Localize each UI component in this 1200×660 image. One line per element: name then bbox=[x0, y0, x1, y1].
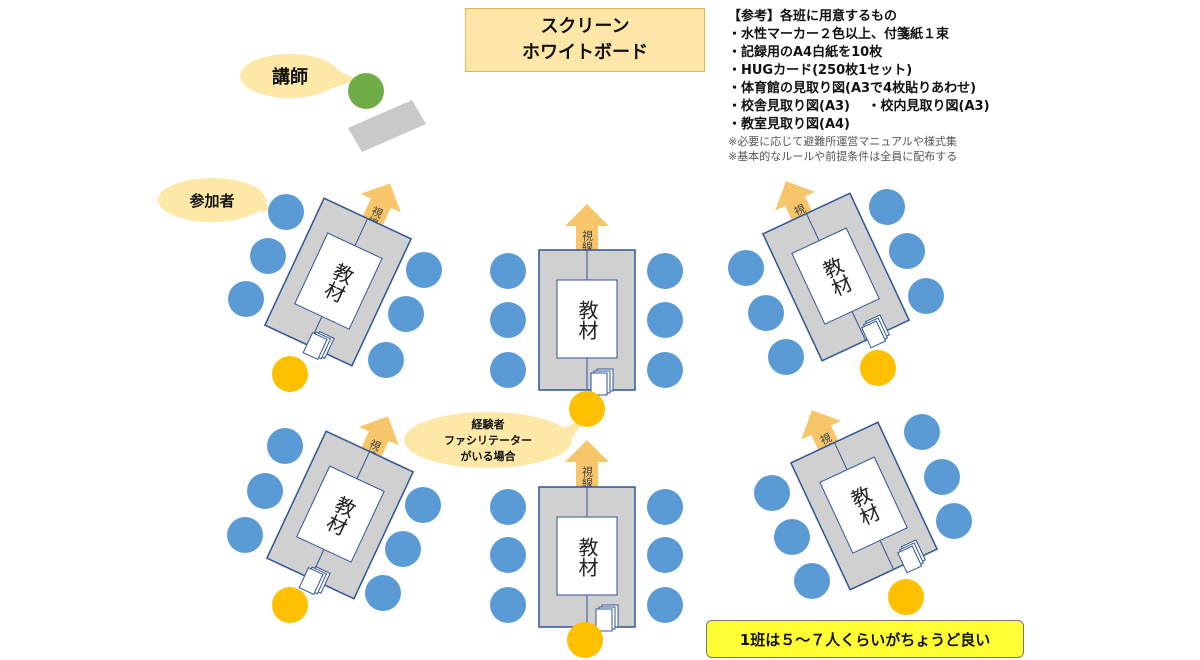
participant-seat bbox=[247, 473, 283, 509]
group-size-text: 1班は５～７人くらいがちょうど良い bbox=[739, 630, 991, 649]
participant-seat bbox=[490, 302, 526, 338]
lecturer-group: 講師 bbox=[240, 54, 426, 152]
svg-text:視線: 視線 bbox=[581, 229, 594, 252]
screen-whiteboard-box: スクリーン ホワイトボード bbox=[465, 8, 705, 72]
participant-seat bbox=[405, 487, 441, 523]
participant-seat bbox=[368, 342, 404, 378]
participant-seat bbox=[388, 296, 424, 332]
participant-seat bbox=[647, 302, 683, 338]
participant-seat bbox=[385, 531, 421, 567]
notes-item: ・記録用のA4白紙を10枚 bbox=[728, 45, 883, 60]
notes-remark: ※基本的なルールや前提条件は全員に配布する bbox=[728, 150, 958, 163]
facilitator-label-1: 経験者 bbox=[472, 417, 505, 431]
participant-seat bbox=[490, 253, 526, 289]
svg-text:視線: 視線 bbox=[581, 465, 594, 488]
participant-seat bbox=[794, 563, 830, 599]
notes-title: 【参考】各班に用意するもの bbox=[728, 9, 898, 24]
screen-label: スクリーン bbox=[540, 16, 630, 37]
table: 教材 bbox=[790, 421, 938, 591]
group-top-center: 視線 教材 bbox=[490, 204, 683, 427]
facilitator-label-3: がいる場合 bbox=[461, 449, 517, 463]
participant-seat bbox=[268, 194, 304, 230]
participant-seat bbox=[869, 189, 905, 225]
notes-item: ・水性マーカー２色以上、付箋紙１束 bbox=[728, 27, 950, 42]
participant-seat bbox=[228, 281, 264, 317]
group-size-note: 1班は５～７人くらいがちょうど良い bbox=[706, 620, 1024, 658]
facilitator-seat bbox=[888, 579, 924, 615]
gaze-arrow: 視線 bbox=[565, 204, 609, 252]
participant-seat bbox=[267, 428, 303, 464]
participant-callout: 参加者 bbox=[158, 178, 275, 222]
participant-seat bbox=[647, 587, 683, 623]
participant-seat bbox=[728, 250, 764, 286]
participant-seat bbox=[748, 295, 784, 331]
gaze-arrow: 視線 bbox=[565, 440, 609, 488]
participant-seat bbox=[936, 503, 972, 539]
participant-seat bbox=[647, 489, 683, 525]
lecturer-desk bbox=[348, 100, 426, 152]
participant-seat bbox=[768, 339, 804, 375]
whiteboard-label: ホワイトボード bbox=[522, 42, 648, 63]
participant-seat bbox=[406, 252, 442, 288]
notes-item: ・校舎見取り図(A3) ・校内見取り図(A3) bbox=[728, 99, 990, 114]
facilitator-label-2: ファシリテーター bbox=[444, 434, 532, 447]
notes-item: ・HUGカード(250枚1セット) bbox=[728, 63, 913, 78]
participant-seat bbox=[490, 587, 526, 623]
table: 教材 bbox=[538, 249, 636, 391]
lecturer-label: 講師 bbox=[272, 66, 308, 88]
participant-label: 参加者 bbox=[189, 192, 234, 210]
facilitator-callout: 経験者 ファシリテーター がいる場合 bbox=[404, 412, 585, 468]
participant-seat bbox=[647, 537, 683, 573]
participant-seat bbox=[647, 253, 683, 289]
lecturer-seat bbox=[348, 73, 384, 109]
group-top-left: 視線 教材 bbox=[228, 173, 442, 392]
participant-seat bbox=[924, 459, 960, 495]
reference-notes: 【参考】各班に用意するもの ・水性マーカー２色以上、付箋紙１束 ・記録用のA4白… bbox=[728, 8, 1028, 164]
table: 教材 bbox=[264, 197, 412, 367]
facilitator-seat bbox=[569, 391, 605, 427]
table: 教材 bbox=[538, 486, 636, 628]
participant-seat bbox=[365, 575, 401, 611]
group-bottom-center: 視線 教材 bbox=[490, 440, 683, 658]
participant-seat bbox=[227, 517, 263, 553]
facilitator-seat bbox=[272, 356, 308, 392]
participant-seat bbox=[250, 238, 286, 274]
participant-seat bbox=[904, 414, 940, 450]
notes-item: ・教室見取り図(A4) bbox=[728, 117, 850, 132]
lecturer-callout bbox=[240, 54, 340, 98]
group-bottom-right: 視線 教材 bbox=[754, 400, 972, 615]
participant-seat bbox=[908, 278, 944, 314]
table: 教材 bbox=[266, 430, 414, 600]
table: 教材 bbox=[762, 192, 910, 362]
documents-icon bbox=[595, 604, 619, 632]
facilitator-seat bbox=[272, 587, 308, 623]
documents-icon bbox=[590, 368, 614, 396]
participant-seat bbox=[490, 537, 526, 573]
group-top-right: 視線 教材 bbox=[728, 171, 944, 386]
participant-seat bbox=[754, 475, 790, 511]
participant-seat bbox=[774, 519, 810, 555]
participant-seat bbox=[647, 352, 683, 388]
notes-remark: ※必要に応じて避難所運営マニュアルや様式集 bbox=[728, 135, 957, 148]
svg-text:教材: 教材 bbox=[575, 300, 599, 340]
participant-seat bbox=[490, 489, 526, 525]
facilitator-seat bbox=[860, 350, 896, 386]
group-bottom-left: 視線 教材 bbox=[227, 406, 441, 623]
notes-item: ・体育館の見取り図(A3で4枚貼りあわせ) bbox=[728, 81, 977, 96]
participant-seat bbox=[889, 233, 925, 269]
svg-text:教材: 教材 bbox=[575, 537, 599, 577]
participant-seat bbox=[490, 352, 526, 388]
facilitator-seat bbox=[567, 622, 603, 658]
